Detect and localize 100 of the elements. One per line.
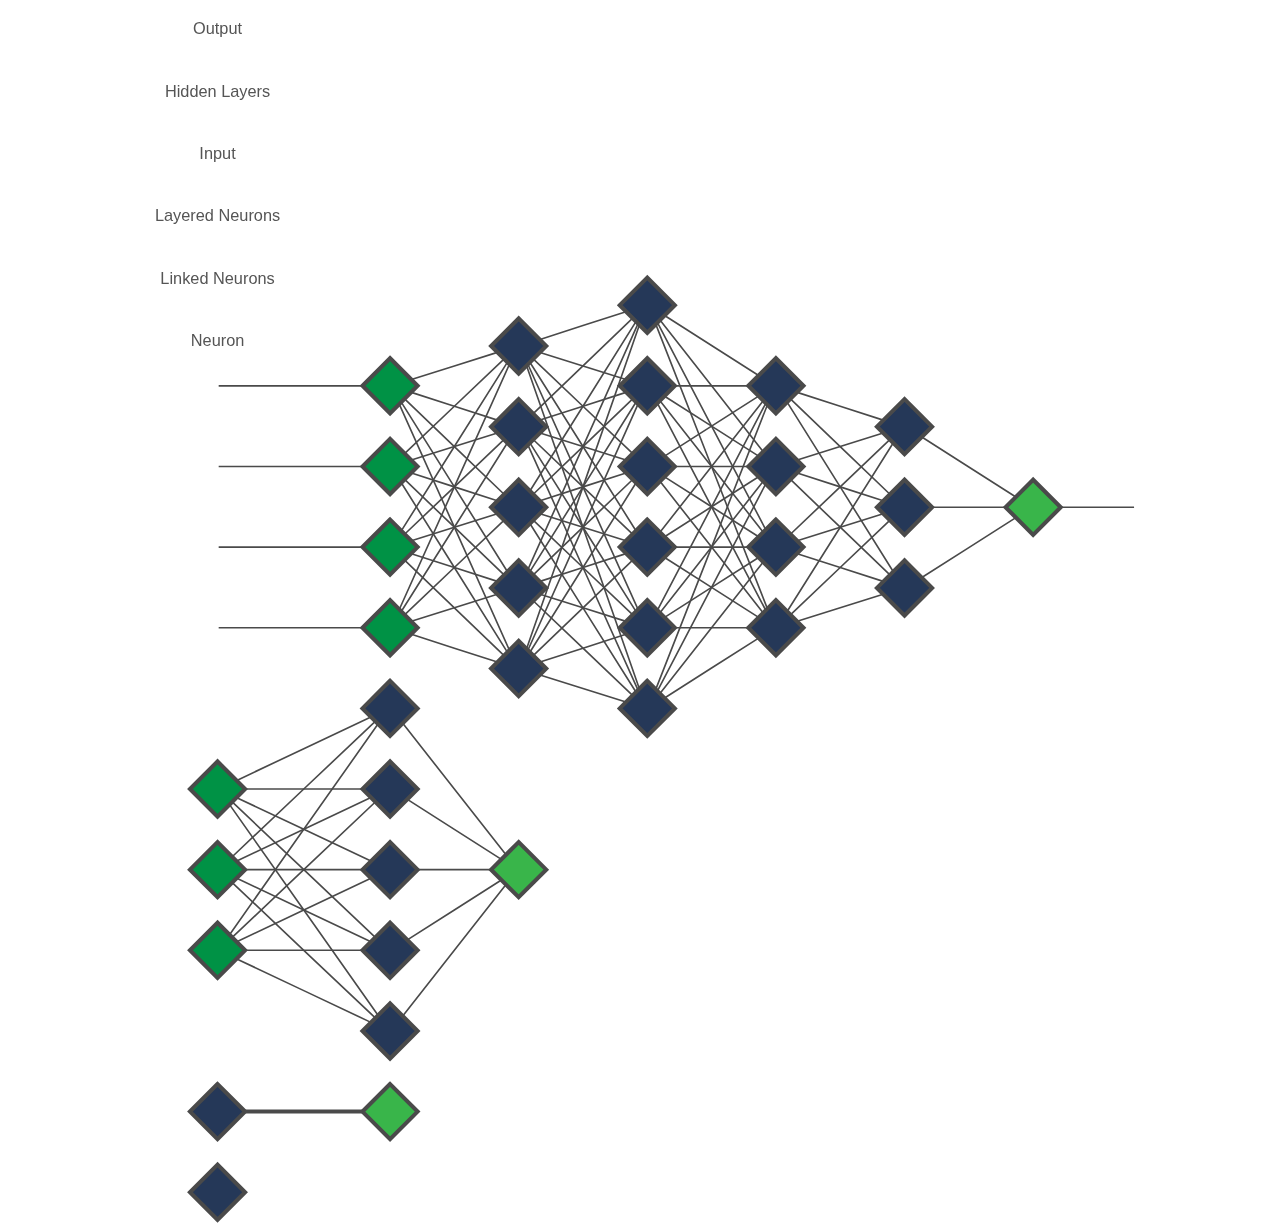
connector	[217, 626, 363, 629]
connector	[217, 546, 363, 548]
connector	[398, 363, 510, 611]
connector	[538, 633, 627, 663]
connector	[410, 391, 498, 421]
node-diamond	[359, 677, 420, 739]
connector	[656, 322, 767, 531]
node-diamond	[616, 677, 678, 739]
connector	[931, 506, 1006, 509]
connector	[217, 385, 363, 387]
node-diamond	[359, 1081, 420, 1143]
connector	[228, 804, 379, 1017]
connector	[538, 512, 627, 542]
node-diamond	[487, 839, 549, 901]
connector	[658, 561, 764, 695]
node-diamond	[744, 436, 806, 497]
connector	[403, 519, 505, 616]
connector	[785, 442, 894, 613]
node-diamond	[873, 476, 935, 538]
connector	[531, 317, 633, 415]
node-diamond	[873, 396, 935, 458]
connector	[230, 801, 376, 939]
node-diamond	[359, 597, 420, 659]
connector	[795, 593, 884, 623]
node-diamond	[487, 638, 549, 699]
connector	[795, 512, 884, 542]
connector	[789, 438, 891, 535]
connector	[673, 546, 749, 548]
connector	[528, 442, 637, 613]
node-diamond	[186, 919, 248, 981]
connector	[785, 401, 894, 573]
connector	[920, 516, 1017, 579]
label: Neuron	[190, 330, 244, 349]
label: Hidden Layers	[164, 81, 270, 100]
connector	[538, 432, 627, 461]
connector	[531, 478, 633, 576]
connector	[663, 556, 759, 619]
connector	[538, 552, 627, 583]
connector	[403, 438, 505, 535]
connector	[403, 559, 505, 657]
connector	[410, 593, 498, 623]
node-diamond	[487, 476, 549, 538]
connector	[538, 593, 627, 623]
connector	[528, 361, 637, 532]
node-diamond	[186, 1161, 248, 1223]
connector	[244, 1109, 362, 1114]
node-diamond	[359, 839, 420, 901]
node-diamond	[186, 1081, 248, 1143]
node-diamond	[186, 839, 248, 901]
connector	[526, 323, 639, 571]
connector	[400, 361, 508, 532]
connector	[410, 633, 498, 663]
connector	[663, 395, 759, 457]
node-diamond	[744, 597, 806, 659]
label: Linked Neurons	[159, 268, 275, 287]
connector	[795, 432, 884, 461]
connector	[663, 314, 759, 377]
connector	[528, 320, 637, 492]
connector	[538, 391, 627, 421]
connector	[526, 363, 639, 610]
node-diamond	[487, 557, 549, 619]
connector	[403, 358, 505, 454]
connector	[235, 877, 372, 943]
connector	[406, 879, 502, 941]
connector	[403, 478, 505, 576]
node-diamond	[616, 436, 678, 497]
connector	[235, 796, 372, 862]
connector	[532, 600, 633, 697]
connector	[217, 465, 363, 468]
connector	[398, 403, 510, 651]
connector	[243, 868, 363, 871]
node-diamond	[359, 436, 420, 497]
node-diamond	[487, 315, 549, 377]
connector	[228, 723, 379, 936]
connector	[401, 884, 506, 1017]
connector	[795, 391, 884, 421]
node-diamond	[1002, 476, 1064, 538]
connector	[531, 559, 633, 657]
node-diamond	[616, 355, 678, 417]
connector	[410, 472, 498, 502]
connector	[410, 351, 498, 381]
connector	[658, 319, 764, 452]
connector	[525, 364, 640, 690]
connector	[406, 798, 502, 861]
connector	[663, 476, 759, 538]
connector	[230, 720, 376, 858]
connector	[531, 398, 633, 496]
node-diamond	[359, 919, 420, 981]
connector	[658, 480, 764, 614]
node-diamond	[616, 597, 678, 659]
label: Output	[192, 19, 242, 38]
connector	[416, 868, 492, 871]
connector	[673, 626, 749, 629]
connector	[663, 637, 759, 699]
label: Input	[198, 144, 236, 162]
connector	[1059, 506, 1135, 509]
connector	[410, 432, 498, 461]
connector	[410, 512, 498, 542]
connector	[673, 385, 749, 387]
node-diamond	[186, 758, 248, 820]
